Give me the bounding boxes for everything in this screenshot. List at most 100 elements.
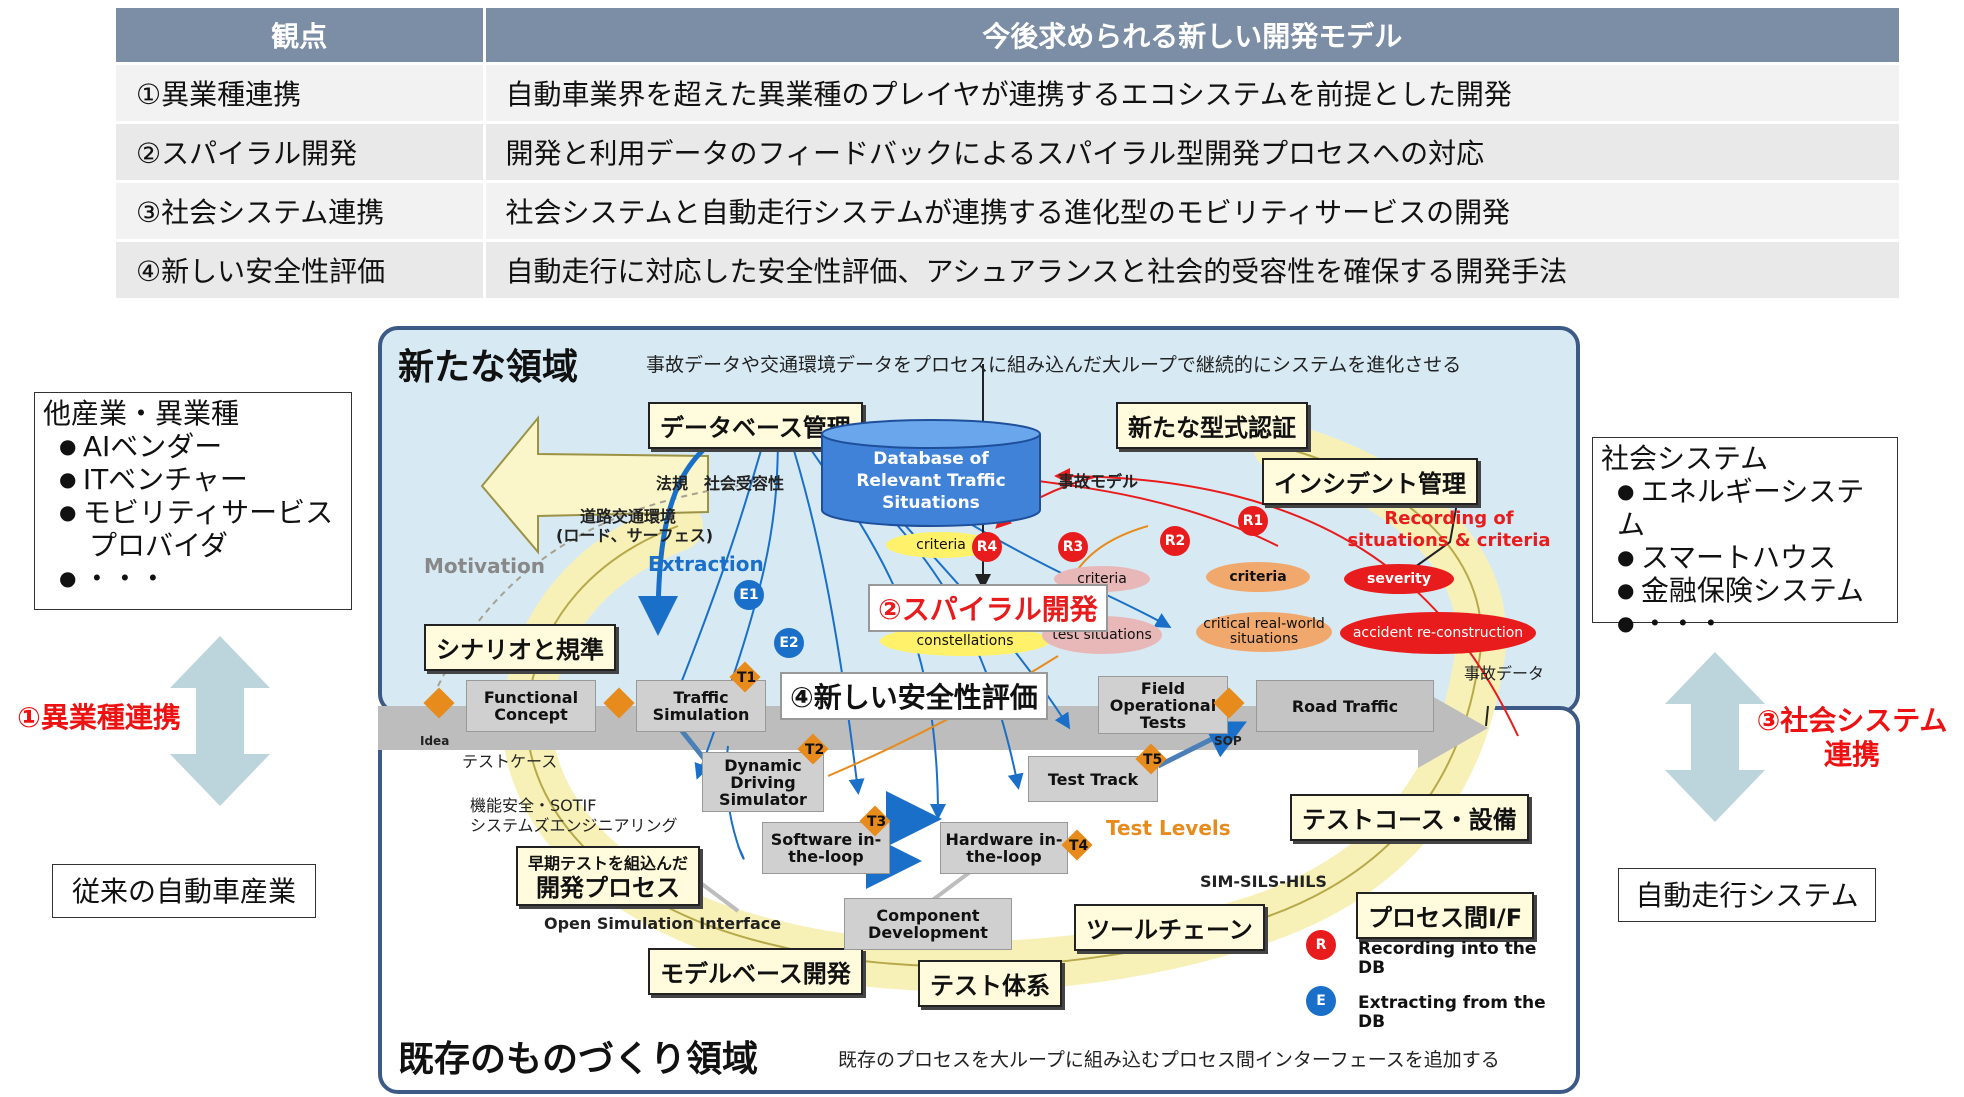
table-cell: 自動車業界を超えた異業種のプレイヤが連携するエコシステムを前提とした開発: [484, 62, 1902, 123]
systems-engineering-label: システムズエンジニアリング: [470, 816, 678, 835]
extraction-label: Extraction: [648, 552, 764, 576]
type-certification-label: 新たな型式認証: [1116, 402, 1308, 449]
table-row: ④新しい安全性評価 自動走行に対応した安全性評価、アシュアランスと社会的受容性を…: [116, 239, 1902, 298]
accident-model-label: 事故モデル: [1058, 472, 1139, 491]
list-item: ITベンチャー: [43, 463, 343, 496]
table-row: ①異業種連携 自動車業界を超えた異業種のプレイヤが連携するエコシステムを前提とし…: [116, 62, 1902, 123]
early-test-process-label: 早期テストを組込んだ 開発プロセス: [516, 846, 701, 906]
double-arrow-icon: [170, 636, 270, 806]
sop-label: SOP: [1214, 734, 1242, 748]
spiral-development-callout: ②スパイラル開発: [868, 584, 1108, 632]
test-track-box: Test Track: [1028, 756, 1158, 802]
osi-label: Open Simulation Interface: [544, 914, 782, 933]
test-case-label: テストケース: [462, 752, 558, 771]
t2-marker: T2: [805, 742, 825, 758]
list-item: ・・・: [43, 562, 343, 595]
r2-marker: R2: [1160, 526, 1190, 556]
accident-reconstruction-ellipse: accident re-construction: [1340, 612, 1536, 654]
test-levels-label: Test Levels: [1106, 816, 1231, 840]
e2-marker: E2: [774, 628, 804, 658]
functional-concept-box: Functional Concept: [466, 680, 596, 732]
social-system-title: 社会システム: [1601, 442, 1769, 475]
table-cell: ②スパイラル開発: [116, 121, 486, 182]
scenario-standard-label: シナリオと規準: [424, 624, 616, 671]
social-link-label: ③社会システム 連携: [1740, 704, 1964, 772]
list-item: AIベンダー: [43, 430, 343, 463]
process-interface-label: プロセス間I/F: [1356, 892, 1535, 939]
list-item: 金融保険システム: [1601, 574, 1889, 607]
law-label: 法規 社会受容性: [656, 474, 785, 493]
incident-management-label: インシデント管理: [1262, 458, 1478, 505]
autonomous-system-box: 自動走行システム: [1618, 868, 1876, 922]
extracting-legend-icon: E: [1306, 986, 1336, 1016]
database-icon: [821, 419, 1041, 527]
new-domain-title: 新たな領域: [398, 347, 579, 388]
table-header: 観点: [116, 8, 486, 64]
table-row: ②スパイラル開発 開発と利用データのフィードバックによるスパイラル型開発プロセス…: [116, 121, 1902, 182]
road-traffic-box: Road Traffic: [1256, 680, 1434, 732]
recording-legend-icon: R: [1306, 930, 1336, 960]
idea-label: Idea: [420, 734, 450, 748]
table-cell: ④新しい安全性評価: [116, 239, 486, 298]
database-label: Database of Relevant Traffic Situations: [856, 449, 1006, 513]
table-header-row: 観点 今後求められる新しい開発モデル: [116, 8, 1902, 64]
driving-simulator-box: Dynamic Driving Simulator: [702, 752, 824, 812]
db-management-label: データベース管理: [648, 402, 863, 449]
list-item-continuation: プロバイダ: [89, 529, 228, 562]
list-item: スマートハウス: [1601, 541, 1889, 574]
r3-marker: R3: [1058, 532, 1088, 562]
new-domain-caption: 事故データや交通環境データをプロセスに組み込んだ大ループで継続的にシステムを進化…: [646, 354, 1462, 376]
sim-sils-hils-label: SIM-SILS-HILS: [1200, 872, 1327, 891]
list-item: エネルギーシステム: [1601, 475, 1889, 541]
recording-label: Recording of situations & criteria: [1347, 508, 1551, 551]
t4-marker: T4: [1069, 838, 1089, 854]
double-arrow-icon: [1665, 652, 1765, 822]
other-industry-box: 他産業・異業種 AIベンダー ITベンチャー モビリティサービス プロバイダ ・…: [34, 392, 352, 610]
hardware-in-the-loop-box: Hardware in-the-loop: [940, 822, 1068, 874]
list-item: モビリティサービス: [43, 496, 343, 529]
t3-marker: T3: [867, 814, 887, 830]
r1-marker: R1: [1238, 506, 1268, 536]
early-test-main: 開発プロセス: [536, 874, 680, 902]
test-course-label: テストコース・設備: [1290, 794, 1529, 841]
comparison-table: 観点 今後求められる新しい開発モデル ①異業種連携 自動車業界を超えた異業種のプ…: [116, 8, 1902, 298]
table-header: 今後求められる新しい開発モデル: [484, 8, 1902, 64]
table-cell: 開発と利用データのフィードバックによるスパイラル型開発プロセスへの対応: [484, 121, 1902, 182]
t5-marker: T5: [1143, 752, 1163, 768]
table-cell: 自動走行に対応した安全性評価、アシュアランスと社会的受容性を確保する開発手法: [484, 239, 1902, 298]
road-env-sub-label: (ロード、サーフェス): [556, 526, 714, 545]
motivation-label: Motivation: [424, 554, 545, 578]
critical-situations-ellipse: critical real-world situations: [1196, 612, 1332, 652]
toolchain-label: ツールチェーン: [1074, 904, 1265, 951]
criteria-ellipse: criteria: [1206, 562, 1310, 592]
component-development-box: Component Development: [844, 898, 1012, 950]
t1-marker: T1: [737, 670, 757, 686]
test-system-label: テスト体系: [918, 960, 1062, 1007]
table-cell: ①異業種連携: [116, 62, 486, 123]
existing-domain-title: 既存のものづくり領域: [398, 1039, 759, 1080]
conventional-auto-box: 従来の自動車産業: [52, 864, 316, 918]
social-link-label-line: ③社会システム: [1756, 704, 1948, 737]
r4-marker: R4: [972, 532, 1002, 562]
social-link-label-line: 連携: [1823, 738, 1880, 771]
table-row: ③社会システム連携 社会システムと自動走行システムが連携する進化型のモビリティサ…: [116, 180, 1902, 241]
severity-ellipse: severity: [1344, 564, 1454, 594]
extracting-legend-text: Extracting from the DB: [1358, 993, 1546, 1032]
safety-sotif-label: 機能安全・SOTIF: [470, 796, 597, 815]
table-cell: ③社会システム連携: [116, 180, 486, 241]
e1-marker: E1: [734, 580, 764, 610]
accident-data-label: 事故データ: [1464, 664, 1545, 683]
road-env-label: 道路交通環境: [580, 507, 677, 526]
safety-evaluation-callout: ④新しい安全性評価: [780, 672, 1048, 720]
cross-industry-label: ①異業種連携: [17, 701, 181, 734]
other-industry-title: 他産業・異業種: [43, 397, 240, 430]
social-system-box: 社会システム エネルギーシステム スマートハウス 金融保険システム ・・・: [1592, 437, 1898, 640]
existing-domain-caption: 既存のプロセスを大ループに組み込むプロセス間インターフェースを追加する: [838, 1049, 1500, 1071]
early-test-sub: 早期テストを組込んだ: [528, 854, 689, 873]
field-operational-tests-box: Field Operational Tests: [1098, 676, 1228, 734]
list-item: ・・・: [1601, 607, 1889, 640]
model-based-label: モデルベース開発: [648, 948, 863, 995]
software-in-the-loop-box: Software in-the-loop: [762, 822, 890, 874]
table-cell: 社会システムと自動走行システムが連携する進化型のモビリティサービスの開発: [484, 180, 1902, 241]
recording-legend-text: Recording into the DB: [1358, 939, 1537, 978]
